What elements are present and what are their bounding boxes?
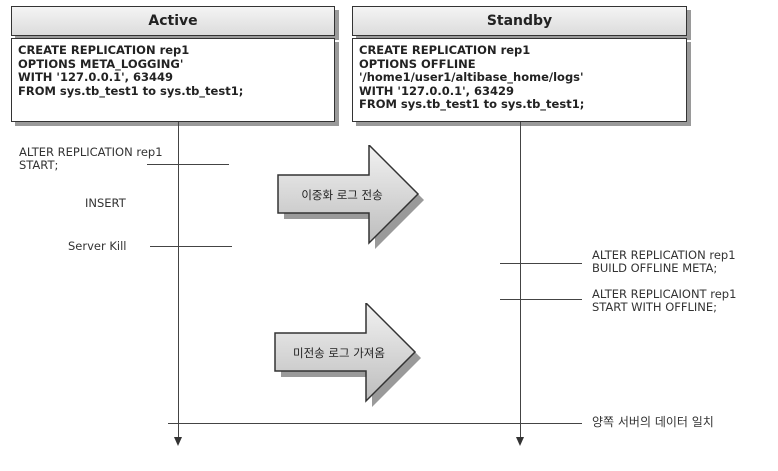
build-offline-tick [500,263,582,264]
active-header: Active [11,6,335,36]
active-timeline [178,122,179,438]
start-offline-tick [500,299,582,300]
build-offline-line: BUILD OFFLINE META; [592,261,718,275]
alter-start-label: ALTER REPLICATION rep1 START; [19,146,163,172]
start-offline-line: START WITH OFFLINE; [592,300,718,314]
standby-sql-line: FROM sys.tb_test1 to sys.tb_test1; [359,97,585,111]
build-offline-line: ALTER REPLICATION rep1 [592,248,736,262]
standby-timeline-arrowhead [516,437,524,446]
active-sql-line: OPTIONS META_LOGGING' [18,56,184,71]
build-offline-label: ALTER REPLICATION rep1 BUILD OFFLINE MET… [592,249,736,275]
active-title: Active [148,13,198,29]
active-sql-line: WITH '127.0.0.1', 63449 [18,70,173,84]
fetch-untransferred-arrow [274,303,421,407]
alter-start-tick [147,164,229,165]
insert-label: INSERT [85,196,126,210]
standby-sql-line: OPTIONS OFFLINE [359,56,476,71]
active-sql-line: FROM sys.tb_test1 to sys.tb_test1; [18,83,244,98]
fetch-untransferred-label: 미전송 로그 가져옴 [293,346,385,360]
standby-timeline [520,122,521,438]
alter-start-line: START; [19,158,59,172]
alter-start-line: ALTER REPLICATION rep1 [19,145,163,159]
standby-header: Standby [352,6,687,36]
standby-sql-line: '/home1/user1/altibase_home/logs' [359,70,584,84]
active-sql-box: CREATE REPLICATION rep1 OPTIONS META_LOG… [11,38,335,122]
server-kill-tick [150,246,232,247]
log-transfer-label: 이중화 로그 전송 [301,188,383,202]
sync-line [168,423,582,424]
log-transfer-arrow [277,145,424,249]
start-offline-line: ALTER REPLICAIONT rep1 [592,287,737,301]
standby-sql-line: CREATE REPLICATION rep1 [359,43,531,57]
standby-sql-box: CREATE REPLICATION rep1 OPTIONS OFFLINE … [352,38,687,122]
active-sql-line: CREATE REPLICATION rep1 [18,43,190,57]
sync-label: 양쪽 서버의 데이터 일치 [592,415,714,429]
server-kill-label: Server Kill [68,239,127,253]
standby-title: Standby [486,13,553,29]
standby-sql-line: WITH '127.0.0.1', 63429 [359,83,514,98]
active-timeline-arrowhead [174,437,182,446]
start-offline-label: ALTER REPLICAIONT rep1 START WITH OFFLIN… [592,288,736,314]
